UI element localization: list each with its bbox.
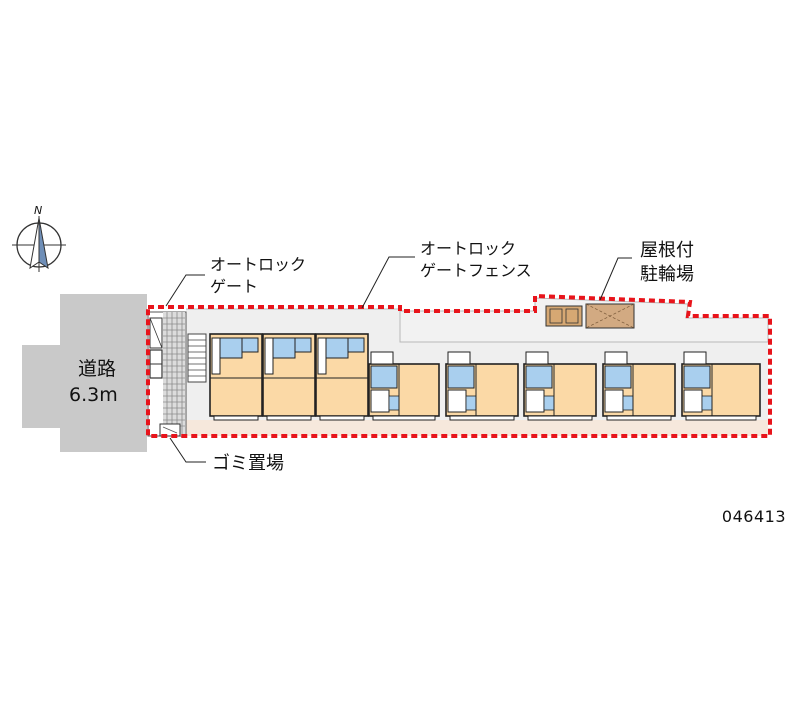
stair-left	[187, 333, 207, 383]
apartment-unit	[262, 333, 316, 421]
bicycle-parking-label-1: 屋根付	[640, 240, 694, 261]
compass-icon: N	[12, 204, 66, 272]
property-id: 046413	[721, 507, 786, 526]
bicycle-parking-label-2: 駐輪場	[640, 264, 694, 285]
autolock-fence-label-1: オートロック	[420, 239, 516, 258]
bicycle-parking-leader	[599, 257, 632, 301]
entrance-walkway	[147, 311, 187, 437]
road-name-label: 道路	[78, 358, 116, 380]
apartment-unit	[523, 351, 597, 421]
autolock-fence-leader	[361, 256, 415, 309]
autolock-gate-label-1: オートロック	[210, 255, 306, 274]
apartment-unit	[445, 351, 519, 421]
road: 道路 6.3m	[22, 294, 147, 452]
autolock-gate-leader	[165, 274, 205, 307]
compass-north-label: N	[34, 204, 42, 217]
apartment-building	[209, 333, 761, 421]
autolock-gate-label-2: ゲート	[210, 277, 258, 296]
garbage-leader	[169, 437, 206, 463]
autolock-fence-label-2: ゲートフェンス	[420, 261, 532, 280]
site-boundary	[146, 293, 772, 438]
autolock-gate	[149, 349, 163, 379]
garbage-area-label: ゴミ置場	[212, 453, 284, 474]
apartment-unit	[602, 351, 676, 421]
apartment-unit	[681, 351, 761, 421]
road-width-label: 6.3m	[69, 384, 118, 406]
garbage-area	[159, 423, 181, 437]
callout-leaders	[165, 256, 632, 463]
bicycle-parking	[545, 303, 635, 329]
apartment-unit	[209, 333, 263, 421]
apartment-unit	[368, 351, 440, 421]
apartment-unit	[315, 333, 369, 421]
